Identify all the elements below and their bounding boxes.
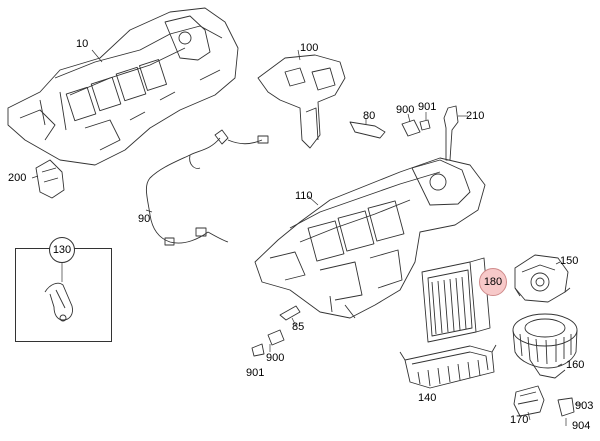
label-110: 110 xyxy=(295,190,313,202)
label-200: 200 xyxy=(8,172,27,184)
cover-140 xyxy=(399,344,497,389)
actuator-80-group xyxy=(349,112,431,139)
label-160: 160 xyxy=(566,359,585,371)
label-100: 100 xyxy=(300,42,319,54)
label-210: 210 xyxy=(466,110,485,122)
hvac-housing-upper-left xyxy=(7,7,239,166)
label-901-lower: 901 xyxy=(246,367,265,379)
label-904: 904 xyxy=(572,420,591,432)
inset-box xyxy=(15,248,112,342)
label-903: 903 xyxy=(575,400,594,412)
label-90: 90 xyxy=(138,213,151,225)
blower-housing-150 xyxy=(514,254,571,303)
blower-fan-160 xyxy=(512,313,578,379)
label-901-upper: 901 xyxy=(418,101,437,113)
label-900-lower: 900 xyxy=(266,352,285,364)
label-180-highlighted[interactable]: 180 xyxy=(479,268,507,296)
label-170: 170 xyxy=(510,414,529,426)
label-150: 150 xyxy=(560,255,579,267)
label-85: 85 xyxy=(292,321,305,333)
label-10: 10 xyxy=(76,38,89,50)
hvac-housing-main-110 xyxy=(254,157,486,319)
label-80: 80 xyxy=(363,110,376,122)
wiring-harness-90 xyxy=(145,129,269,246)
sensor-200 xyxy=(31,159,65,199)
actuator-85-group xyxy=(251,305,301,357)
label-130: 130 xyxy=(49,237,75,263)
resistor-170 xyxy=(513,385,545,421)
label-140: 140 xyxy=(418,392,437,404)
bracket-100 xyxy=(257,49,346,149)
plug-903-group xyxy=(557,397,582,426)
label-900-upper: 900 xyxy=(396,104,415,116)
